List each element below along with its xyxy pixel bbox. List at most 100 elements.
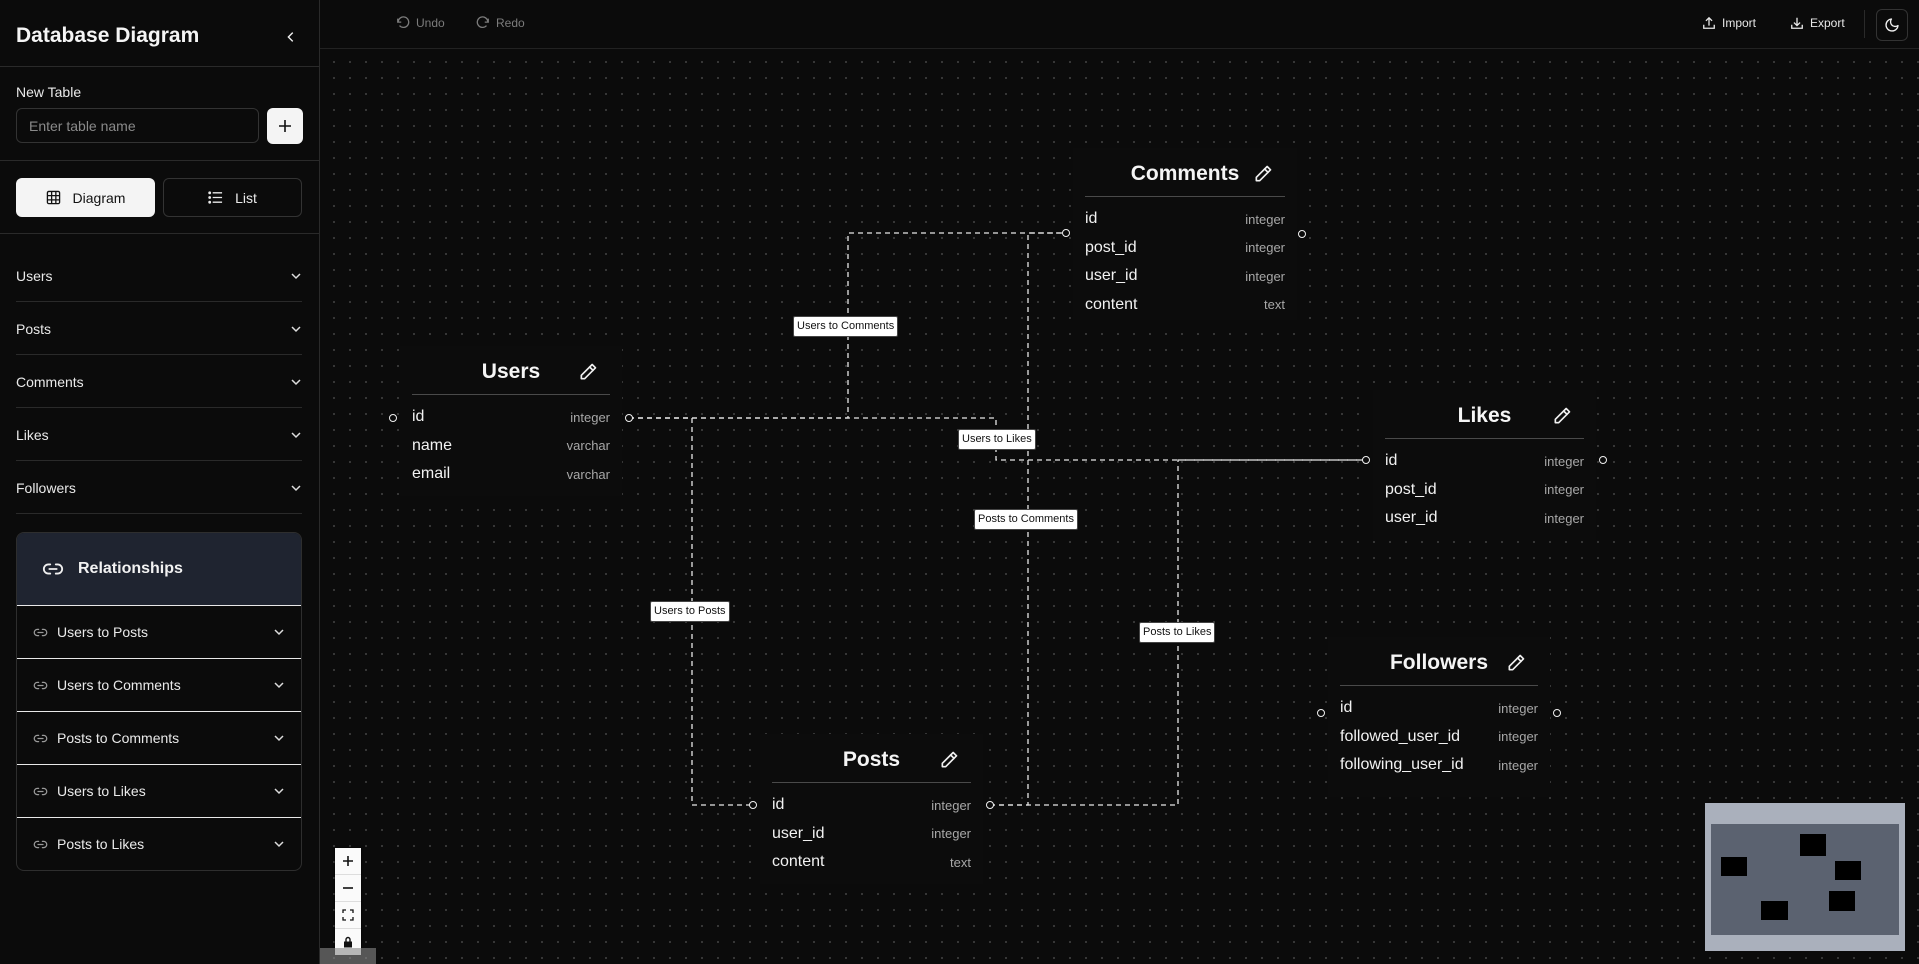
connection-handle[interactable]: [1298, 230, 1306, 238]
chevron-down-icon: [274, 629, 284, 636]
attribution: [320, 948, 376, 964]
pencil-icon[interactable]: [1552, 406, 1572, 426]
add-table-button[interactable]: [267, 108, 303, 144]
sidebar-table-users[interactable]: Users: [16, 250, 302, 302]
chevron-down-icon: [274, 735, 284, 742]
node-title: Users: [481, 360, 541, 383]
pencil-icon[interactable]: [1253, 164, 1273, 184]
edge-label-posts-to-likes[interactable]: Posts to Likes: [1139, 622, 1216, 643]
node-divider: [412, 394, 610, 395]
relationship-label: Posts to Likes: [57, 836, 145, 852]
connection-handle[interactable]: [986, 801, 994, 809]
undo-button[interactable]: Undo: [396, 16, 445, 30]
list-view-button[interactable]: List: [163, 178, 302, 217]
export-label: Export: [1810, 16, 1845, 30]
zoom-in-button[interactable]: [335, 848, 361, 875]
relationship-item-posts-to-comments[interactable]: Posts to Comments: [17, 711, 301, 764]
redo-icon: [476, 16, 489, 28]
minus-icon: [343, 887, 353, 889]
connection-handle[interactable]: [1062, 229, 1070, 237]
link-icon: [33, 734, 48, 742]
edge-label-posts-to-comments[interactable]: Posts to Comments: [974, 509, 1078, 530]
sidebar-table-followers[interactable]: Followers: [16, 462, 302, 514]
connection-handle[interactable]: [625, 414, 633, 422]
pencil-icon[interactable]: [1506, 653, 1526, 673]
pencil-icon[interactable]: [939, 750, 959, 770]
edge-label-users-to-comments[interactable]: Users to Comments: [793, 316, 899, 337]
chevron-down-icon: [291, 484, 301, 491]
connection-handle[interactable]: [389, 414, 397, 422]
node-title: Posts: [842, 748, 901, 771]
zoom-controls: [335, 848, 361, 955]
link-icon: [42, 563, 64, 575]
undo-label: Undo: [416, 16, 445, 30]
connection-handle[interactable]: [1553, 709, 1561, 717]
connection-handle[interactable]: [1599, 456, 1607, 464]
chevron-down-icon: [291, 325, 301, 332]
chevron-down-icon: [274, 788, 284, 795]
edge-label-users-to-posts[interactable]: Users to Posts: [650, 601, 730, 622]
minimap[interactable]: [1705, 803, 1905, 951]
minimap-node: [1800, 834, 1826, 856]
chevron-down-icon: [291, 272, 301, 279]
pencil-icon[interactable]: [578, 362, 598, 382]
moon-icon: [1885, 18, 1899, 32]
link-icon: [33, 681, 48, 689]
table-name-input[interactable]: [16, 108, 259, 143]
divider: [0, 66, 320, 67]
edge-label-users-to-likes[interactable]: Users to Likes: [958, 429, 1036, 450]
table-item-label: Likes: [16, 426, 49, 443]
node-divider: [772, 782, 971, 783]
relationship-label: Posts to Comments: [57, 730, 180, 746]
theme-toggle-button[interactable]: [1876, 9, 1908, 41]
redo-button[interactable]: Redo: [476, 16, 525, 30]
export-button[interactable]: Export: [1790, 16, 1845, 30]
connection-handle[interactable]: [749, 801, 757, 809]
relationship-item-posts-to-likes[interactable]: Posts to Likes: [17, 817, 301, 870]
minimap-node: [1761, 901, 1788, 920]
zoom-out-button[interactable]: [335, 875, 361, 902]
download-icon: [1791, 17, 1803, 29]
relationship-item-users-to-comments[interactable]: Users to Comments: [17, 658, 301, 711]
chevron-left-icon: [287, 32, 294, 42]
relationship-item-users-to-likes[interactable]: Users to Likes: [17, 764, 301, 817]
sidebar-table-comments[interactable]: Comments: [16, 356, 302, 408]
collapse-sidebar-button[interactable]: [278, 24, 304, 50]
table-item-label: Posts: [16, 320, 52, 337]
grid-icon: [46, 190, 60, 205]
connection-handle[interactable]: [1362, 456, 1370, 464]
table-item-label: Users: [16, 267, 53, 284]
sidebar-table-likes[interactable]: Likes: [16, 409, 302, 461]
diagram-view-button[interactable]: Diagram: [16, 178, 155, 217]
fit-view-button[interactable]: [335, 902, 361, 929]
sidebar: Database Diagram New Table Diagram List …: [0, 0, 320, 964]
link-icon: [33, 628, 48, 636]
node-title: Likes: [1457, 404, 1512, 427]
lock-button[interactable]: [335, 929, 361, 955]
relationship-item-users-to-posts[interactable]: Users to Posts: [17, 605, 301, 658]
undo-icon: [397, 16, 410, 28]
import-button[interactable]: Import: [1702, 16, 1756, 30]
chevron-down-icon: [274, 841, 284, 848]
connection-handle[interactable]: [1317, 709, 1325, 717]
new-table-label: New Table: [16, 84, 82, 100]
sidebar-table-posts[interactable]: Posts: [16, 303, 302, 355]
diagram-view-label: Diagram: [72, 189, 126, 206]
relationship-label: Users to Likes: [57, 783, 146, 799]
node-divider: [1340, 685, 1538, 686]
